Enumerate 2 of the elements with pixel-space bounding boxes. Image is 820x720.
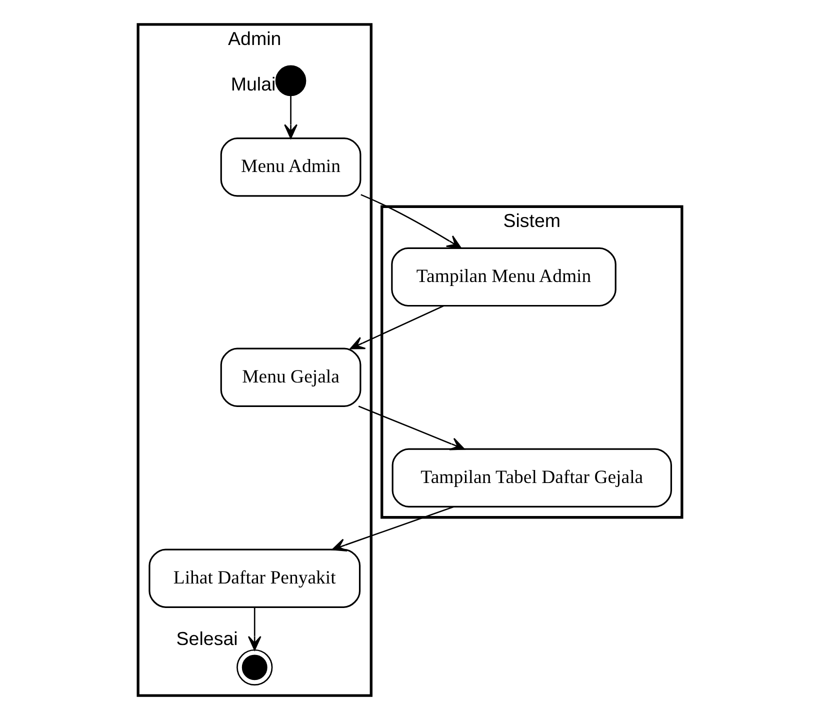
node-label: Mulai (230, 73, 276, 94)
node-label: Selesai (176, 628, 238, 649)
